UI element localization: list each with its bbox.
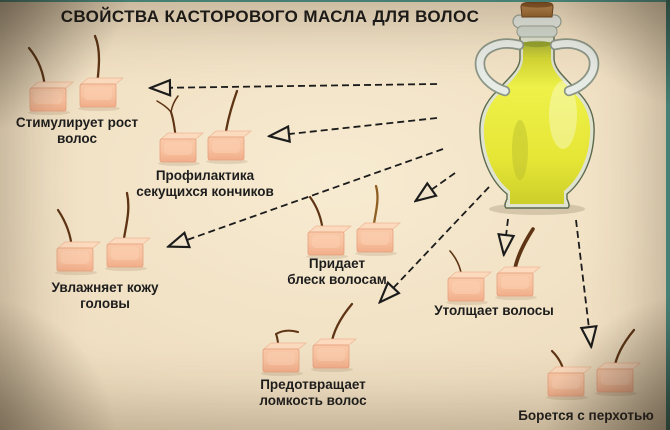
dashed-arrow-to-stimulates-growth xyxy=(152,84,438,88)
follicle-pair-prevents-breakage xyxy=(260,302,357,377)
dashed-arrow-to-thickens-hair xyxy=(504,218,508,253)
follicle-pair-thickens-hair xyxy=(445,227,541,306)
follicle-pair-adds-shine xyxy=(305,184,401,260)
castor-oil-bottle-icon xyxy=(474,2,600,215)
property-label-moisturizes-scalp: Увлажняет кожу головы xyxy=(51,280,159,311)
follicle-pair-fights-dandruff xyxy=(545,328,641,401)
dashed-arrow-to-prevents-split-ends xyxy=(271,117,438,136)
property-label-stimulates-growth: Стимулирует рост волос xyxy=(15,115,139,146)
property-label-prevents-split-ends: Профилактика секущихся кончиков xyxy=(136,168,274,199)
follicle-pair-stimulates-growth xyxy=(27,34,124,116)
dashed-arrow-to-adds-shine xyxy=(417,172,456,200)
property-label-prevents-breakage: Предотвращает ломкость волос xyxy=(259,377,367,408)
follicle-pair-prevents-split-ends xyxy=(156,89,252,167)
property-label-fights-dandruff: Борется с перхотью xyxy=(518,408,654,423)
follicle-pair-moisturizes-scalp xyxy=(54,191,151,276)
property-label-thickens-hair: Утолщает волосы xyxy=(434,303,554,318)
dashed-arrow-to-fights-dandruff xyxy=(575,219,591,345)
property-label-adds-shine: Придает блеск волосам xyxy=(287,256,387,287)
